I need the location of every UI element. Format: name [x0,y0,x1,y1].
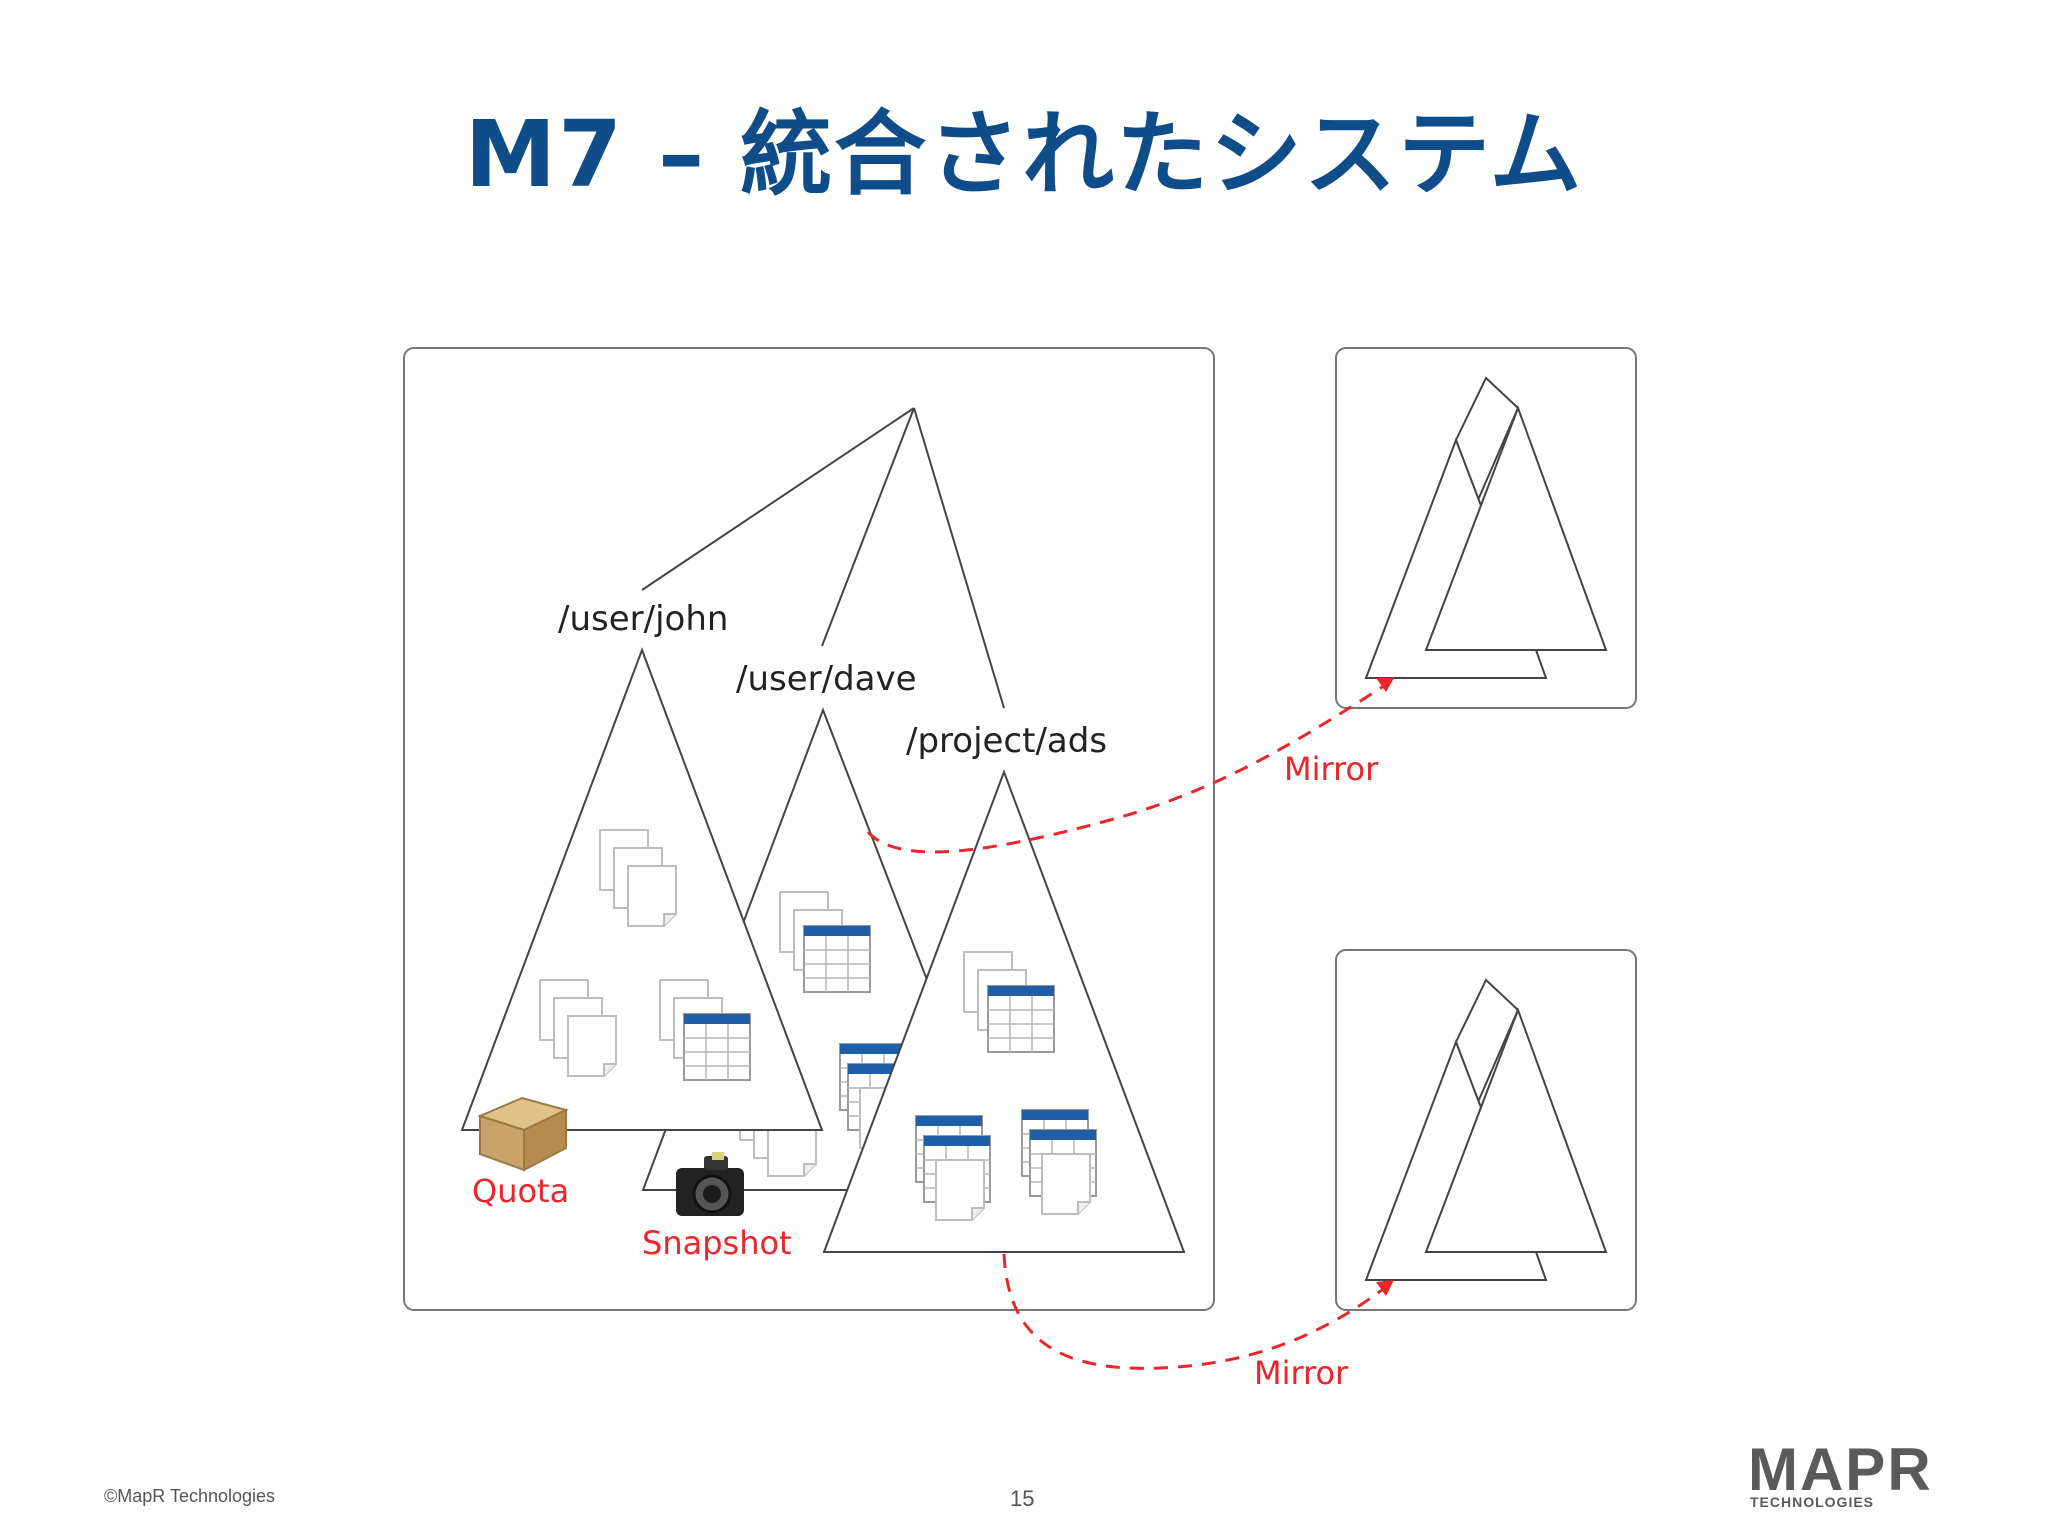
quota-label: Quota [472,1172,569,1210]
mirror-cluster-top [1335,347,1637,709]
volume-project-ads [822,769,1186,1253]
cluster-box [403,347,1215,1311]
footer-copyright: ©MapR Technologies [104,1486,276,1506]
volume-user-john [460,647,824,1131]
path-label-user-john: /user/john [558,599,728,639]
path-label-project-ads: /project/ads [906,721,1107,761]
namespace-tree-lines [641,407,1005,709]
slide-title: M7 – 統合されたシステム [464,101,1584,208]
mirror-volume-bottom [1364,978,1608,1281]
mirror-arrow-bottom [1002,1253,1394,1370]
box-icon [477,1096,569,1172]
page-number: 15 [1010,1486,1035,1511]
path-label-user-dave: /user/dave [736,659,917,699]
mirror-label-bottom: Mirror [1254,1354,1349,1392]
mirror-volume-top [1364,376,1608,679]
snapshot-label: Snapshot [642,1224,792,1262]
logo-subtitle: TECHNOLOGIES [1750,1494,1875,1510]
mirror-cluster-bottom [1335,949,1637,1311]
mirror-label-top: Mirror [1284,750,1379,788]
camera-icon [676,1152,744,1216]
mirror-arrow-top [866,678,1394,854]
logo-wordmark: MAPR [1748,1436,1933,1503]
mapr-logo: MAPR TECHNOLOGIES [1748,1436,1980,1511]
